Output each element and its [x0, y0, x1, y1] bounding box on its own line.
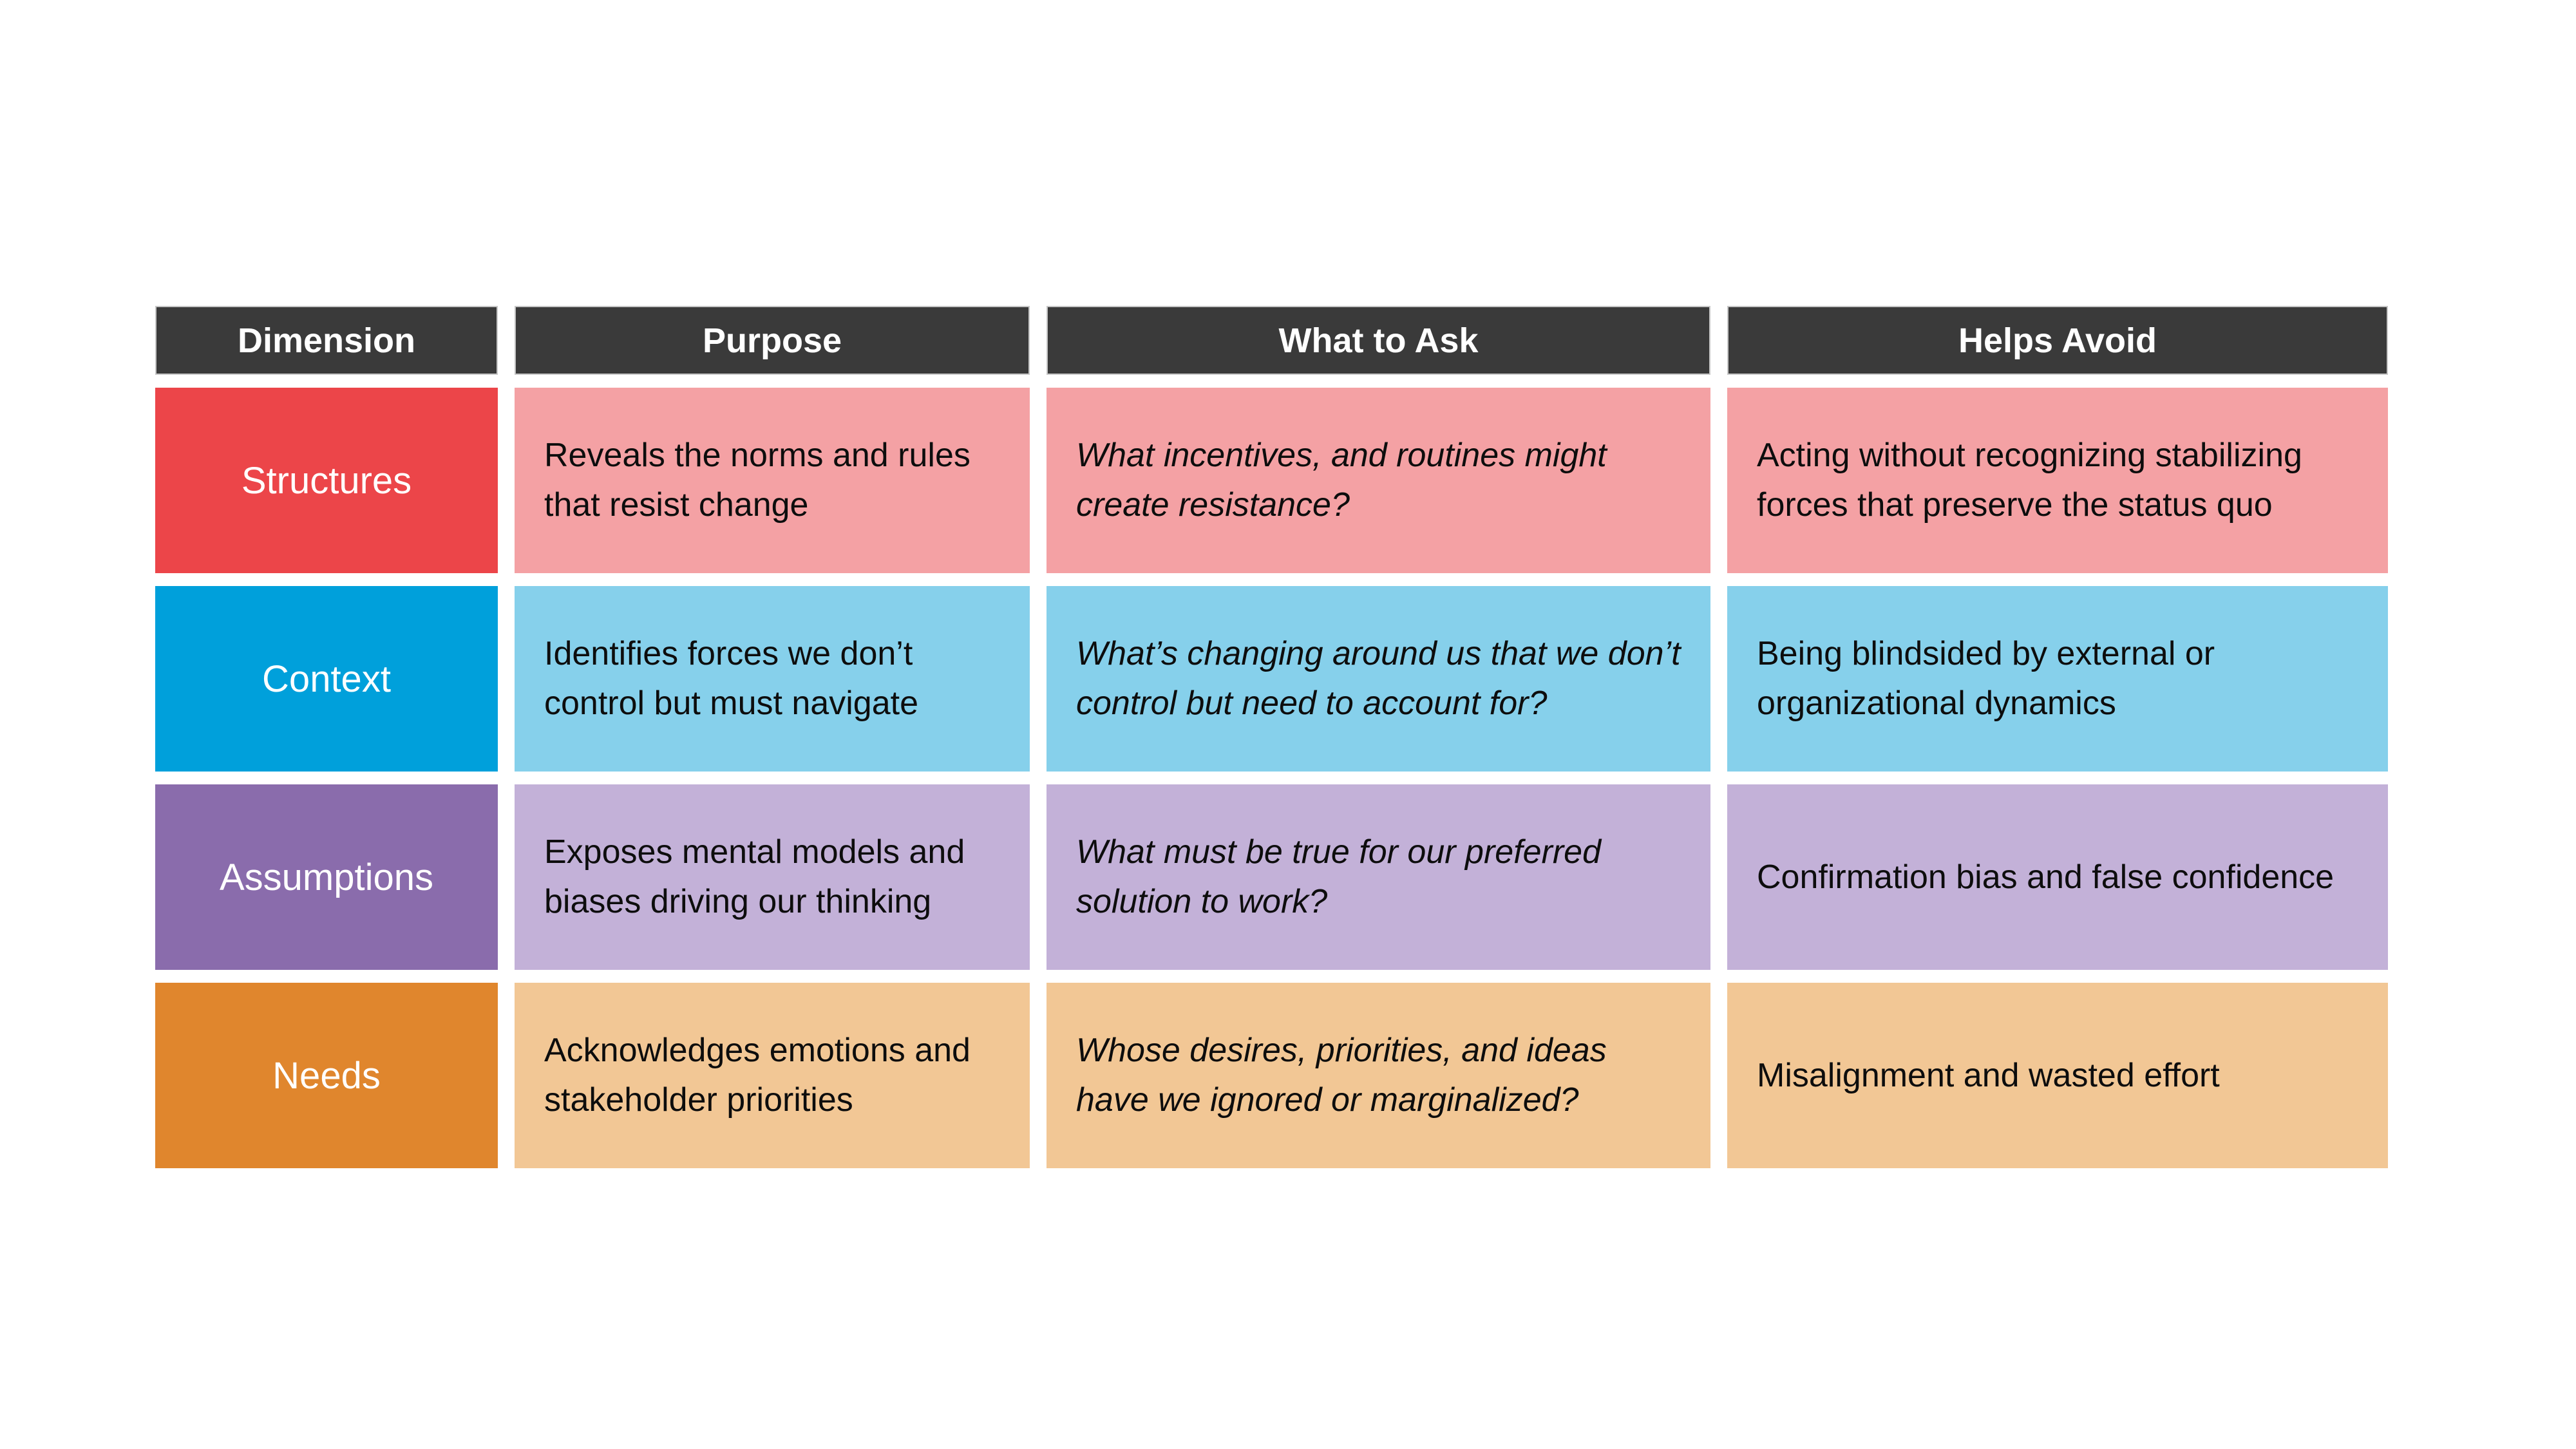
helps-avoid-cell: Being blindsided by external or organiza…	[1727, 586, 2388, 772]
dimension-cell-assumptions: Assumptions	[155, 784, 498, 970]
dimension-cell-context: Context	[155, 586, 498, 772]
helps-avoid-cell: Misalignment and wasted effort	[1727, 983, 2388, 1168]
dimensions-table: Dimension Purpose What to Ask Helps Avoi…	[155, 306, 2388, 1168]
what-to-ask-cell: Whose desires, priorities, and ideas hav…	[1046, 983, 1710, 1168]
header-cell-what-to-ask: What to Ask	[1046, 306, 1710, 375]
what-to-ask-cell: What must be true for our preferred solu…	[1046, 784, 1710, 970]
purpose-cell: Exposes mental models and biases driving…	[515, 784, 1030, 970]
helps-avoid-cell: Confirmation bias and false confidence	[1727, 784, 2388, 970]
dimension-cell-structures: Structures	[155, 388, 498, 573]
purpose-cell: Acknowledges emotions and stakeholder pr…	[515, 983, 1030, 1168]
purpose-cell: Identifies forces we don’t control but m…	[515, 586, 1030, 772]
header-cell-purpose: Purpose	[515, 306, 1030, 375]
header-cell-helps-avoid: Helps Avoid	[1727, 306, 2388, 375]
header-cell-dimension: Dimension	[155, 306, 498, 375]
what-to-ask-cell: What’s changing around us that we don’t …	[1046, 586, 1710, 772]
helps-avoid-cell: Acting without recognizing stabilizing f…	[1727, 388, 2388, 573]
purpose-cell: Reveals the norms and rules that resist …	[515, 388, 1030, 573]
what-to-ask-cell: What incentives, and routines might crea…	[1046, 388, 1710, 573]
dimension-cell-needs: Needs	[155, 983, 498, 1168]
